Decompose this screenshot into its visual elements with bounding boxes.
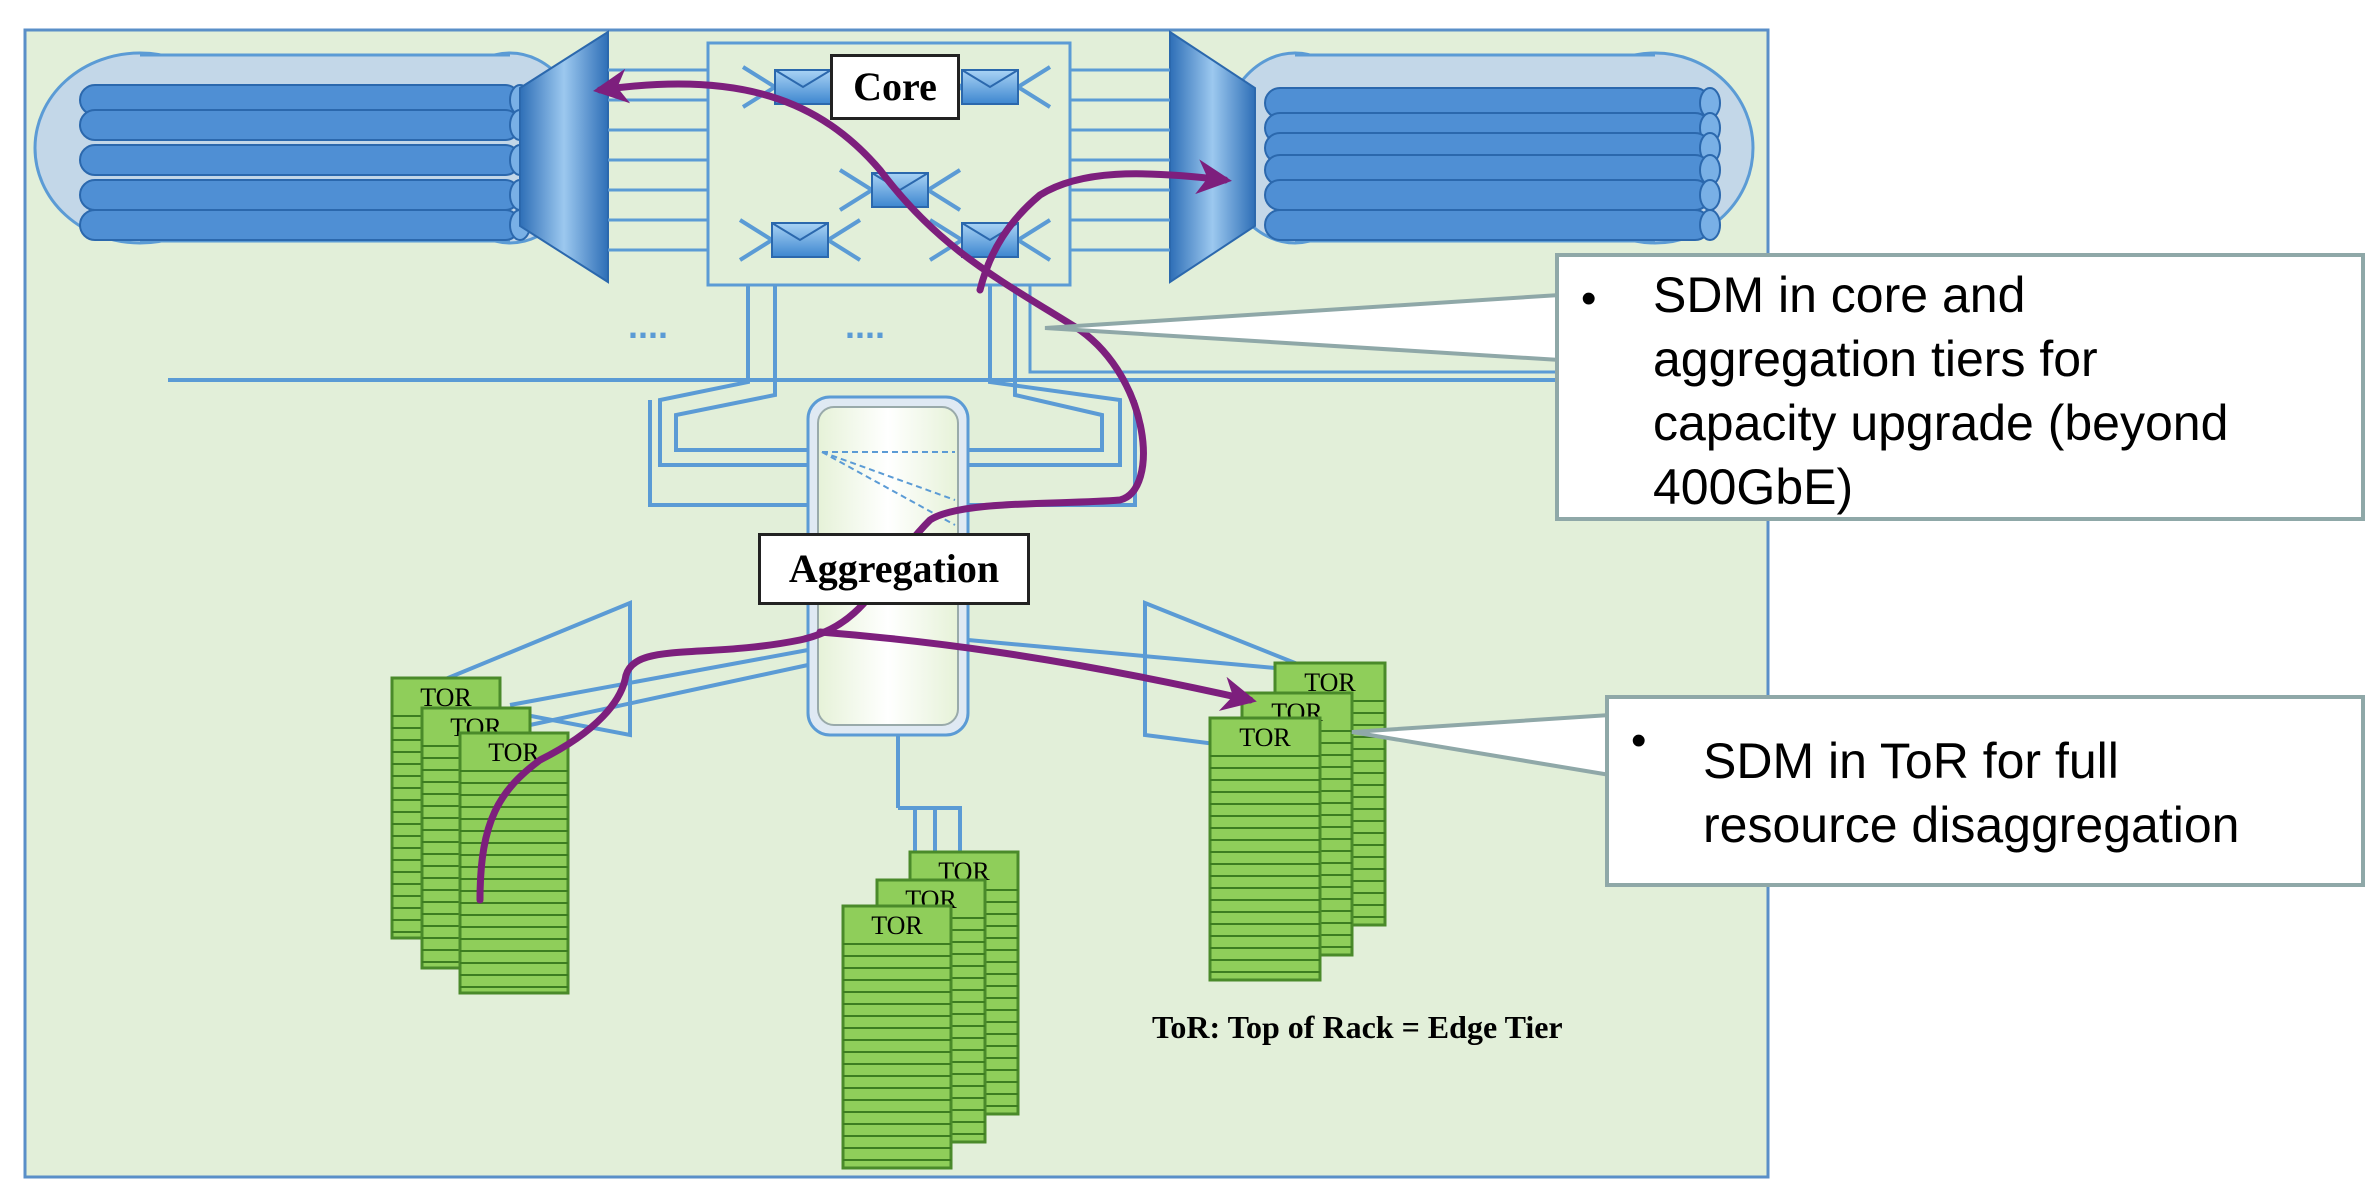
callout-1-bullet: • [1581,274,1597,323]
ellipsis-right: .... [845,305,885,346]
left-fiber-bundle [33,51,587,245]
aggregation-label-text: Aggregation [788,546,1000,591]
right-mux-icon [1169,30,1256,284]
callout-1-line: aggregation tiers for [1653,331,2098,387]
footnote: ToR: Top of Rack = Edge Tier [1152,1009,1563,1045]
callout-1-line: capacity upgrade (beyond [1653,395,2229,451]
fiber-core [79,144,521,176]
core-label: Core [830,54,960,120]
core-label-text: Core [853,64,937,109]
core-aggregation-links [648,285,1560,507]
right-fiber-bundle [1218,51,1755,245]
path-tor-to-core-right [976,159,1232,294]
switch-icon [838,168,962,212]
aggregation-label: Aggregation [758,533,1030,605]
callout-1-line: 400GbE) [1653,459,1854,515]
callout-2-bullet: • [1631,716,1647,765]
fiber-core [1264,209,1711,241]
fiber-core [79,179,521,211]
fiber-core [79,109,521,141]
tor-label: TOR [1239,723,1291,752]
tor-rack: TOR [1208,716,1322,982]
callout-2-line: resource disaggregation [1703,797,2240,853]
callout-1-line: SDM in core and [1653,267,2026,323]
tor-rack: TOR [841,904,953,1170]
path-tor-to-core-left [476,68,1147,904]
tor-label: TOR [871,911,923,940]
fiber-core [1264,179,1711,211]
callout-2-line: SDM in ToR for full [1703,733,2119,789]
switch-icon [738,218,862,262]
fiber-core [79,209,521,241]
left-mux-icon [519,30,609,284]
callout-2-text: SDM in ToR for full resource disaggregat… [1703,729,2239,857]
path-agg-to-tor [816,628,1257,711]
callout-tor: • SDM in ToR for full resource disaggreg… [1605,695,2365,887]
fiber-core-end [1699,209,1721,241]
traffic-paths [476,68,1257,904]
fiber-core-end [1699,179,1721,211]
callout-core-aggregation: • SDM in core and aggregation tiers for … [1555,253,2365,521]
ellipsis-left: .... [628,305,668,346]
tor-rack: TOR [458,731,570,995]
callout-1-text: SDM in core and aggregation tiers for ca… [1653,263,2228,519]
